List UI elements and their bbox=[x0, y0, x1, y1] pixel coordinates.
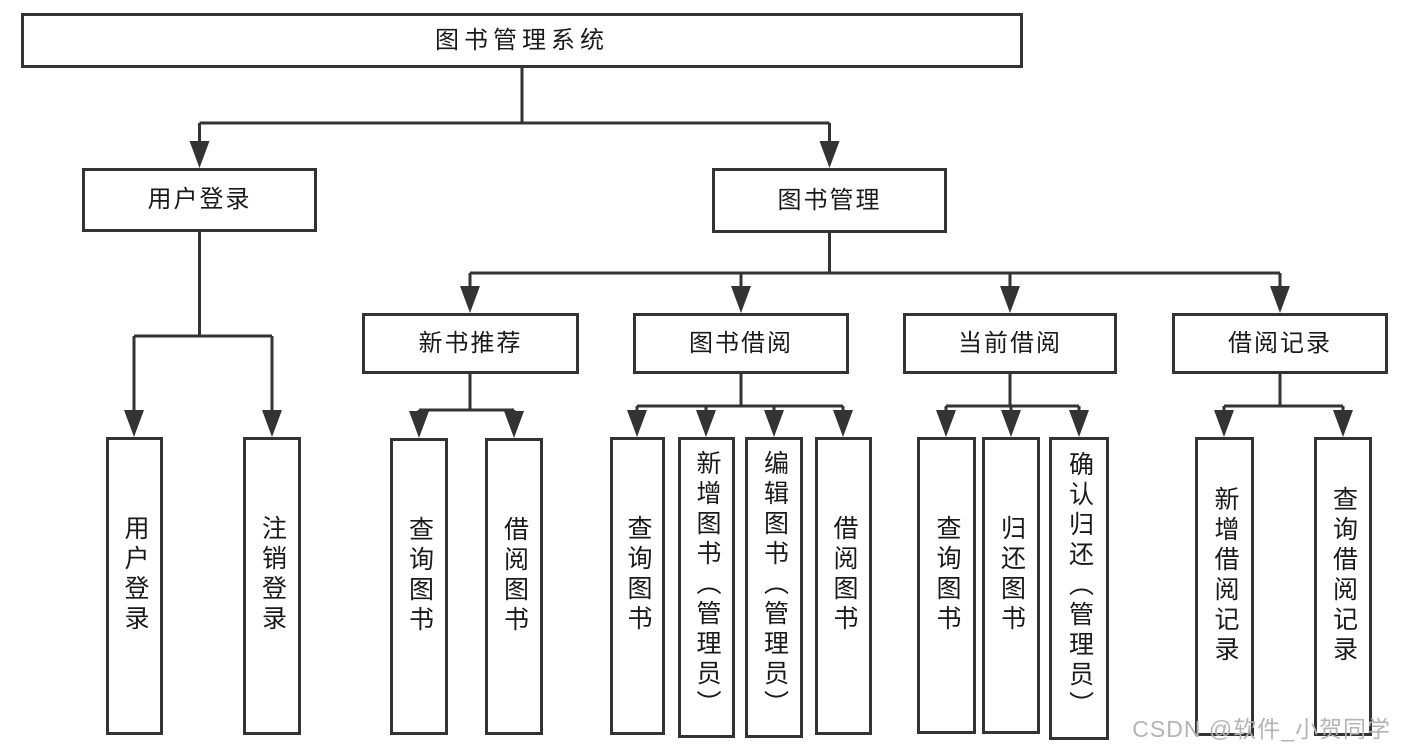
arrowhead-recommend-leaf1 bbox=[409, 411, 429, 438]
leaf-user-login: 用户登录 bbox=[106, 437, 163, 735]
leaf-recommend-query-book: 查询图书 bbox=[390, 438, 448, 735]
arrowhead-login bbox=[189, 141, 210, 168]
leaf-current-query-book: 查询图书 bbox=[917, 437, 976, 734]
node-current-borrow: 当前借阅 bbox=[903, 313, 1117, 374]
leaf-borrow-edit-book-admin: 编辑图书（管理员） bbox=[745, 437, 803, 738]
arrowhead-current-leaf1 bbox=[936, 410, 956, 437]
node-borrow-records: 借阅记录 bbox=[1172, 313, 1388, 374]
node-new-book-recommend: 新书推荐 bbox=[362, 313, 579, 374]
node-book-management: 图书管理 bbox=[712, 168, 947, 233]
leaf-logout: 注销登录 bbox=[243, 437, 301, 735]
arrowhead-borrow bbox=[731, 286, 751, 313]
arrowhead-mgmt bbox=[819, 141, 840, 168]
arrowhead-current-leaf2 bbox=[1001, 410, 1021, 437]
arrowhead-records-leaf1 bbox=[1214, 410, 1234, 437]
node-book-borrow: 图书借阅 bbox=[633, 313, 849, 374]
arrowhead-recommend bbox=[460, 286, 480, 313]
node-user-login: 用户登录 bbox=[82, 168, 317, 232]
leaf-recommend-borrow-book: 借阅图书 bbox=[485, 438, 543, 735]
arrowhead-records-leaf2 bbox=[1333, 410, 1353, 437]
arrowhead-borrow-leaf4 bbox=[833, 410, 853, 437]
leaf-records-add-record: 新增借阅记录 bbox=[1195, 437, 1254, 736]
arrowhead-current-leaf3 bbox=[1069, 410, 1089, 437]
arrowhead-borrow-leaf3 bbox=[764, 410, 784, 437]
arrowhead-borrow-leaf1 bbox=[627, 410, 647, 437]
node-root-library-system: 图书管理系统 bbox=[21, 13, 1023, 68]
leaf-borrow-borrow-book: 借阅图书 bbox=[815, 437, 872, 735]
leaf-current-confirm-return-admin: 确认归还（管理员） bbox=[1049, 437, 1109, 740]
arrowhead-current bbox=[1000, 286, 1020, 313]
arrowhead-recommend-leaf2 bbox=[504, 411, 524, 438]
arrowhead-borrow-leaf2 bbox=[696, 410, 716, 437]
leaf-records-query-record: 查询借阅记录 bbox=[1314, 437, 1372, 736]
leaf-borrow-query-book: 查询图书 bbox=[610, 437, 665, 735]
arrowhead-records bbox=[1270, 286, 1290, 313]
arrowhead-login-leaf1 bbox=[124, 410, 144, 437]
watermark: CSDN @软件_小贺同学 bbox=[1132, 716, 1391, 742]
leaf-borrow-add-book-admin: 新增图书（管理员） bbox=[678, 437, 735, 738]
leaf-current-return-book: 归还图书 bbox=[982, 437, 1040, 734]
arrowhead-login-leaf2 bbox=[262, 410, 282, 437]
